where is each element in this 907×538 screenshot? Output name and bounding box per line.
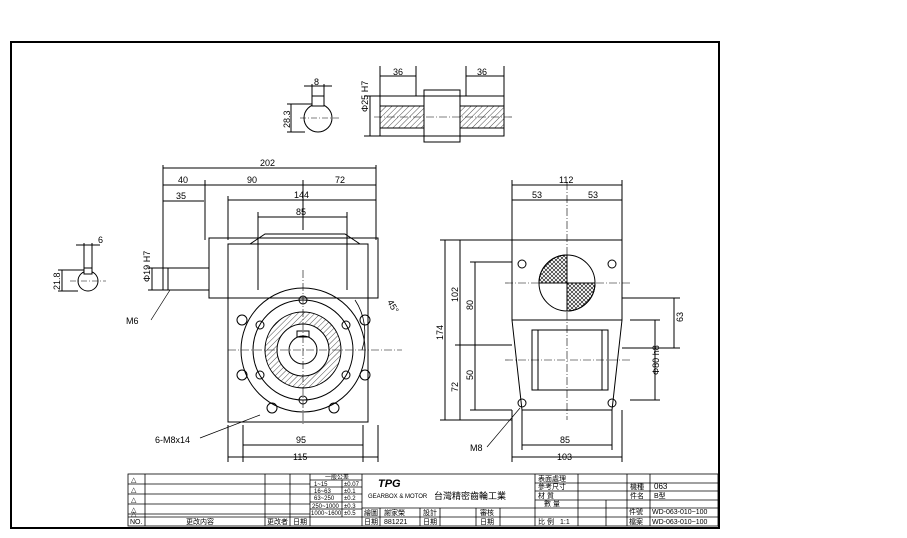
dwg-value: WD-063-010~100	[652, 509, 708, 516]
side-overall-width: 112	[559, 175, 573, 185]
rev-footer-author: 更改者	[267, 517, 288, 526]
key-hole-height: 28.3	[282, 110, 292, 128]
check-label: 設計	[423, 508, 437, 517]
company-logo: TPG	[378, 478, 401, 490]
model-value: 063	[654, 482, 668, 491]
date-label-3: 日期	[480, 518, 494, 526]
tol-value-2: ±0.1	[344, 489, 356, 495]
rev-footer-date: 日期	[293, 518, 307, 526]
side-shaft-to-mid: 80	[465, 300, 475, 310]
front-seg-mid: 90	[247, 175, 257, 185]
front-view	[148, 165, 402, 462]
front-thread-left: M6	[126, 316, 139, 326]
side-lower-mid: 50	[465, 370, 475, 380]
rev-row-3: △	[131, 497, 137, 504]
date-value: 881221	[384, 519, 407, 526]
shaft-view	[364, 66, 512, 143]
model-label: 機種	[630, 482, 644, 491]
tol-range-2: 16~63	[314, 489, 332, 495]
side-key-view	[58, 243, 106, 292]
company-name-en: GEARBOX & MOTOR	[368, 494, 428, 500]
shaft-left-length: 36	[393, 67, 403, 77]
part-label: 件名	[630, 491, 644, 500]
approve-label: 審核	[480, 508, 494, 517]
side-half-left: 53	[532, 190, 542, 200]
ratio-value: 1:1	[560, 519, 570, 526]
dwg-label: 件號	[629, 507, 643, 516]
company-name-zh: 台灣精密齒輪工業	[434, 490, 506, 501]
side-bore-diameter: Φ80 h8	[651, 345, 661, 375]
tol-range-3: 63~250	[314, 496, 335, 502]
side-view	[440, 180, 680, 462]
front-seg-left: 40	[178, 175, 188, 185]
key-hole-width: 8	[314, 77, 319, 87]
side-base-outer: 103	[557, 452, 572, 462]
tol-range-1: 1~15	[314, 482, 328, 488]
front-body-width: 144	[294, 190, 309, 200]
file-value: WD-063-010~100	[652, 519, 708, 526]
sheet-border	[10, 41, 720, 529]
design-label: 繪圖	[364, 508, 378, 517]
front-base-outer: 115	[293, 452, 307, 462]
side-key-height: 21.8	[52, 272, 62, 290]
front-seg-right: 72	[335, 175, 345, 185]
side-lower-height: 72	[450, 382, 460, 392]
date-label-2: 日期	[423, 518, 437, 526]
file-label: 檔案	[629, 517, 643, 526]
side-right-height: 63	[675, 312, 685, 322]
tol-range-5: 1000~1600	[311, 511, 342, 517]
ratio-label: 比 例	[538, 517, 554, 526]
side-base-inner: 85	[560, 435, 570, 445]
front-input-diameter: Φ19 H7	[142, 251, 152, 282]
tol-value-1: ±0.07	[344, 482, 360, 488]
shaft-right-length: 36	[477, 67, 487, 77]
side-total-height: 174	[435, 325, 445, 340]
material-label: 材 質	[538, 491, 554, 500]
front-angle: 45°	[385, 298, 401, 315]
rev-row-2: △	[131, 487, 137, 494]
side-half-right: 53	[588, 190, 598, 200]
tol-value-3: ±0.2	[344, 496, 356, 502]
front-offset: 35	[176, 191, 186, 201]
date-label: 日期	[364, 518, 378, 526]
front-overall-width: 202	[260, 158, 275, 168]
key-hole-view	[287, 84, 340, 133]
tol-header: 一般公差	[325, 473, 349, 481]
rev-row-5: △	[131, 511, 137, 518]
shaft-diameter: Φ25 H7	[360, 81, 370, 112]
side-upper-height: 102	[450, 287, 460, 302]
reference-dims-label: 參考尺寸	[538, 482, 566, 491]
rev-footer-content: 更改内容	[186, 517, 214, 526]
front-flange-width: 85	[296, 207, 306, 217]
part-value: B型	[654, 491, 666, 500]
side-thread: M8	[470, 443, 483, 453]
tol-range-4: 250~1000	[312, 504, 340, 510]
rev-footer-no: NO.	[130, 519, 143, 526]
front-bolts: 6-M8x14	[155, 435, 190, 445]
tol-value-4: ±0.3	[344, 504, 356, 510]
tol-value-5: ±0.5	[344, 511, 356, 517]
front-base-inner: 95	[296, 435, 306, 445]
rev-row-4: △	[131, 507, 137, 514]
rev-row-1: △	[131, 477, 137, 484]
surface-treatment-label: 表面處理	[538, 474, 566, 483]
quantity-label: 數 量	[544, 499, 560, 508]
title-block	[127, 473, 719, 527]
design-value: 謝家榮	[384, 508, 405, 517]
side-key-width: 6	[98, 235, 103, 245]
